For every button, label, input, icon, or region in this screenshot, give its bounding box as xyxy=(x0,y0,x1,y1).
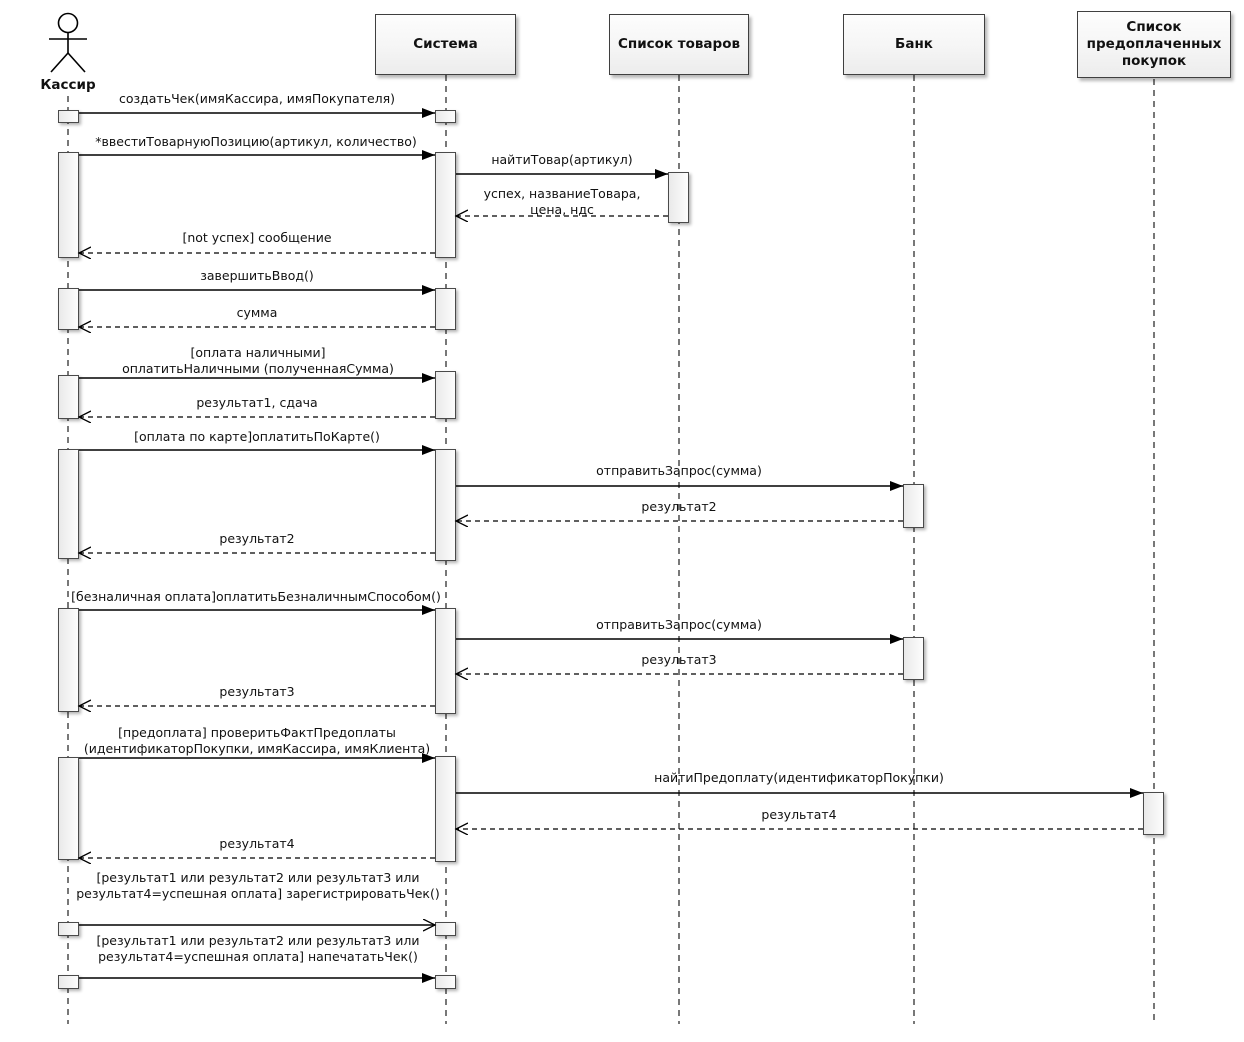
label-find-product: найтиТовар(артикул) xyxy=(491,152,632,168)
label-print-receipt: [результат1 или результат2 или результат… xyxy=(96,933,419,964)
message-text: результат4=успешная оплата] напечататьЧе… xyxy=(98,948,418,964)
label-pay-cash: [оплата наличными]оплатитьНаличными (пол… xyxy=(122,345,394,376)
message-text: результат2 xyxy=(219,531,295,546)
label-return-result3-cashier: результат3 xyxy=(219,684,294,700)
message-text: успех, названиеТовара, xyxy=(483,186,641,201)
participant-cashier: Кассир xyxy=(40,77,96,93)
activation-system xyxy=(435,922,456,936)
label-pay-cashless: [безналичная оплата]оплатитьБезналичнымС… xyxy=(71,589,441,605)
activation-cashier xyxy=(58,449,79,559)
message-text: *ввестиТоварнуюПозицию(артикул, количест… xyxy=(95,134,417,149)
message-text: [безналичная оплата]оплатитьБезналичнымС… xyxy=(71,589,441,604)
message-text: [результат1 или результат2 или результат… xyxy=(96,933,420,948)
message-text: результат3 xyxy=(641,652,717,667)
activation-system xyxy=(435,371,456,419)
message-text: создатьЧек(имяКассира, имяПокупателя) xyxy=(118,91,396,106)
activation-cashier xyxy=(58,110,79,123)
message-text: результат4 xyxy=(761,807,837,822)
message-text: результат4 xyxy=(219,836,295,851)
participant-system: Система xyxy=(375,14,516,75)
activation-system xyxy=(435,288,456,330)
message-text: [предоплата] проверитьФактПредоплаты xyxy=(118,725,396,740)
activation-prepaid xyxy=(1143,792,1164,835)
message-text: найтиПредоплату(идентификаторПокупки) xyxy=(654,770,944,785)
label-pay-by-card: [оплата по карте]оплатитьПоКарте() xyxy=(134,429,380,445)
label-register-receipt: [результат1 или результат2 или результат… xyxy=(76,870,440,901)
activation-cashier xyxy=(58,288,79,330)
label-return-not-success: [not успех] сообщение xyxy=(182,230,331,246)
message-text: результат1, сдача xyxy=(196,395,318,410)
message-text: отправитьЗапрос(сумма) xyxy=(596,617,762,632)
participant-products: Список товаров xyxy=(609,14,749,75)
label-finish-input: завершитьВвод() xyxy=(200,268,314,284)
message-text: [оплата по карте]оплатитьПоКарте() xyxy=(134,429,380,444)
activation-system xyxy=(435,449,456,561)
label-return-result4-cashier: результат4 xyxy=(219,836,294,852)
label-return-result2-cashier: результат2 xyxy=(219,531,294,547)
label-return-result3-bank: результат3 xyxy=(641,652,716,668)
participant-bank: Банк xyxy=(843,14,985,75)
label-return-product-info: успех, названиеТовара,цена, ндс xyxy=(484,186,641,217)
label-return-sum: сумма xyxy=(237,305,278,321)
label-return-result1-change: результат1, сдача xyxy=(196,395,317,411)
activation-bank xyxy=(903,637,924,680)
activation-cashier xyxy=(58,757,79,860)
message-text: сумма xyxy=(236,305,278,320)
message-text: найтиТовар(артикул) xyxy=(491,152,633,167)
message-text: цена, ндс xyxy=(530,201,594,217)
participant-prepaid: Список предоплаченных покупок xyxy=(1077,11,1231,78)
label-return-result4-prepaid: результат4 xyxy=(761,807,836,823)
message-text: результат4=успешная оплата] зарегистриро… xyxy=(76,885,440,901)
activation-products xyxy=(668,172,689,223)
label-create-receipt: создатьЧек(имяКассира, имяПокупателя) xyxy=(119,91,395,107)
message-text: результат2 xyxy=(641,499,717,514)
label-check-prepayment: [предоплата] проверитьФактПредоплаты(иде… xyxy=(84,725,430,756)
message-text: результат3 xyxy=(219,684,295,699)
label-send-request-cashless: отправитьЗапрос(сумма) xyxy=(596,617,762,633)
activation-cashier xyxy=(58,608,79,712)
message-text: [результат1 или результат2 или результат… xyxy=(96,870,420,885)
message-text: [not успех] сообщение xyxy=(182,230,332,245)
activation-system xyxy=(435,110,456,123)
activation-system xyxy=(435,756,456,862)
label-send-request-card: отправитьЗапрос(сумма) xyxy=(596,463,762,479)
message-text: [оплата наличными] xyxy=(190,345,326,360)
activation-cashier xyxy=(58,375,79,419)
message-text: завершитьВвод() xyxy=(200,268,314,283)
actor-icon xyxy=(49,12,87,73)
activation-cashier xyxy=(58,922,79,936)
label-find-prepayment: найтиПредоплату(идентификаторПокупки) xyxy=(654,770,944,786)
message-text: отправитьЗапрос(сумма) xyxy=(596,463,762,478)
activation-cashier xyxy=(58,975,79,989)
activation-bank xyxy=(903,484,924,528)
label-return-result2-bank: результат2 xyxy=(641,499,716,515)
activation-system xyxy=(435,975,456,989)
message-text: (идентификаторПокупки, имяКассира, имяКл… xyxy=(83,740,431,756)
label-enter-item-position: *ввестиТоварнуюПозицию(артикул, количест… xyxy=(95,134,416,150)
activation-system xyxy=(435,152,456,258)
activation-cashier xyxy=(58,152,79,258)
message-text: оплатитьНаличными (полученнаяСумма) xyxy=(122,360,394,376)
activation-system xyxy=(435,608,456,714)
